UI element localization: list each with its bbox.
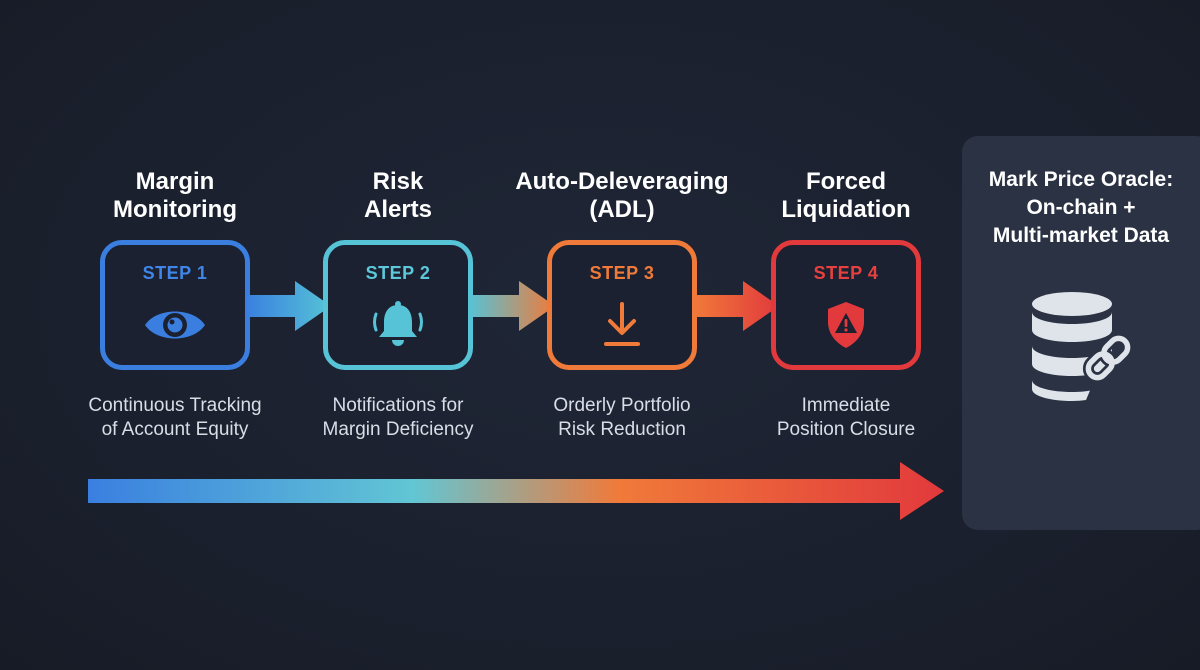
step-3-title-line-1: Auto-Deleveraging bbox=[515, 168, 729, 195]
step-4-label: STEP 4 bbox=[813, 263, 879, 283]
step-2-description: Notifications for Margin Deficiency bbox=[278, 394, 518, 442]
step-1-title-line-1: Margin bbox=[135, 168, 215, 195]
step-1-box: STEP 1 bbox=[100, 240, 250, 370]
step-3-desc-line-1: Orderly Portfolio bbox=[553, 395, 691, 416]
eye-icon bbox=[105, 297, 245, 353]
oracle-title: Mark Price Oracle: On-chain + Multi-mark… bbox=[962, 166, 1200, 250]
download-icon bbox=[552, 297, 692, 353]
step-2-title-line-1: Risk bbox=[372, 168, 424, 195]
oracle-title-line-2: On-chain + bbox=[1026, 196, 1136, 219]
bell-icon bbox=[328, 297, 468, 353]
step-1-desc-line-2: of Account Equity bbox=[101, 419, 249, 440]
step-2-title-line-2: Alerts bbox=[363, 196, 433, 223]
step-2-box: STEP 2 bbox=[323, 240, 473, 370]
step-4-desc-line-2: Position Closure bbox=[776, 419, 916, 440]
step-2-title: Risk Alerts bbox=[278, 168, 518, 224]
mark-price-oracle-panel: Mark Price Oracle: On-chain + Multi-mark… bbox=[962, 136, 1200, 530]
connector-arrow-3 bbox=[693, 281, 779, 331]
progression-arrow bbox=[88, 462, 944, 520]
step-1-description: Continuous Tracking of Account Equity bbox=[55, 394, 295, 442]
step-1-title: Margin Monitoring bbox=[55, 168, 295, 224]
step-4-title: Forced Liquidation bbox=[726, 168, 966, 224]
step-3-title-line-2: (ADL) bbox=[589, 196, 655, 223]
step-3-description: Orderly Portfolio Risk Reduction bbox=[502, 394, 742, 442]
database-link-icon bbox=[1026, 286, 1146, 406]
step-4-title-line-2: Liquidation bbox=[781, 196, 911, 223]
step-4-description: Immediate Position Closure bbox=[726, 394, 966, 442]
step-2-desc-line-1: Notifications for bbox=[332, 395, 464, 416]
step-3-title: Auto-Deleveraging (ADL) bbox=[502, 168, 742, 224]
step-2-desc-line-2: Margin Deficiency bbox=[322, 419, 474, 440]
oracle-title-line-1: Mark Price Oracle: bbox=[988, 168, 1174, 191]
shield-warning-icon bbox=[776, 297, 916, 353]
connector-arrow-2 bbox=[469, 281, 555, 331]
step-1-desc-line-1: Continuous Tracking bbox=[88, 395, 262, 416]
step-1-label: STEP 1 bbox=[142, 263, 208, 283]
step-3-label: STEP 3 bbox=[589, 263, 655, 283]
oracle-title-line-3: Multi-market Data bbox=[992, 224, 1170, 247]
step-4-box: STEP 4 bbox=[771, 240, 921, 370]
step-2-label: STEP 2 bbox=[365, 263, 431, 283]
step-1-title-line-2: Monitoring bbox=[113, 196, 237, 223]
step-4-title-line-1: Forced bbox=[805, 168, 886, 195]
connector-arrow-1 bbox=[245, 281, 331, 331]
step-3-box: STEP 3 bbox=[547, 240, 697, 370]
step-4-desc-line-1: Immediate bbox=[801, 395, 891, 416]
step-3-desc-line-2: Risk Reduction bbox=[558, 419, 686, 440]
